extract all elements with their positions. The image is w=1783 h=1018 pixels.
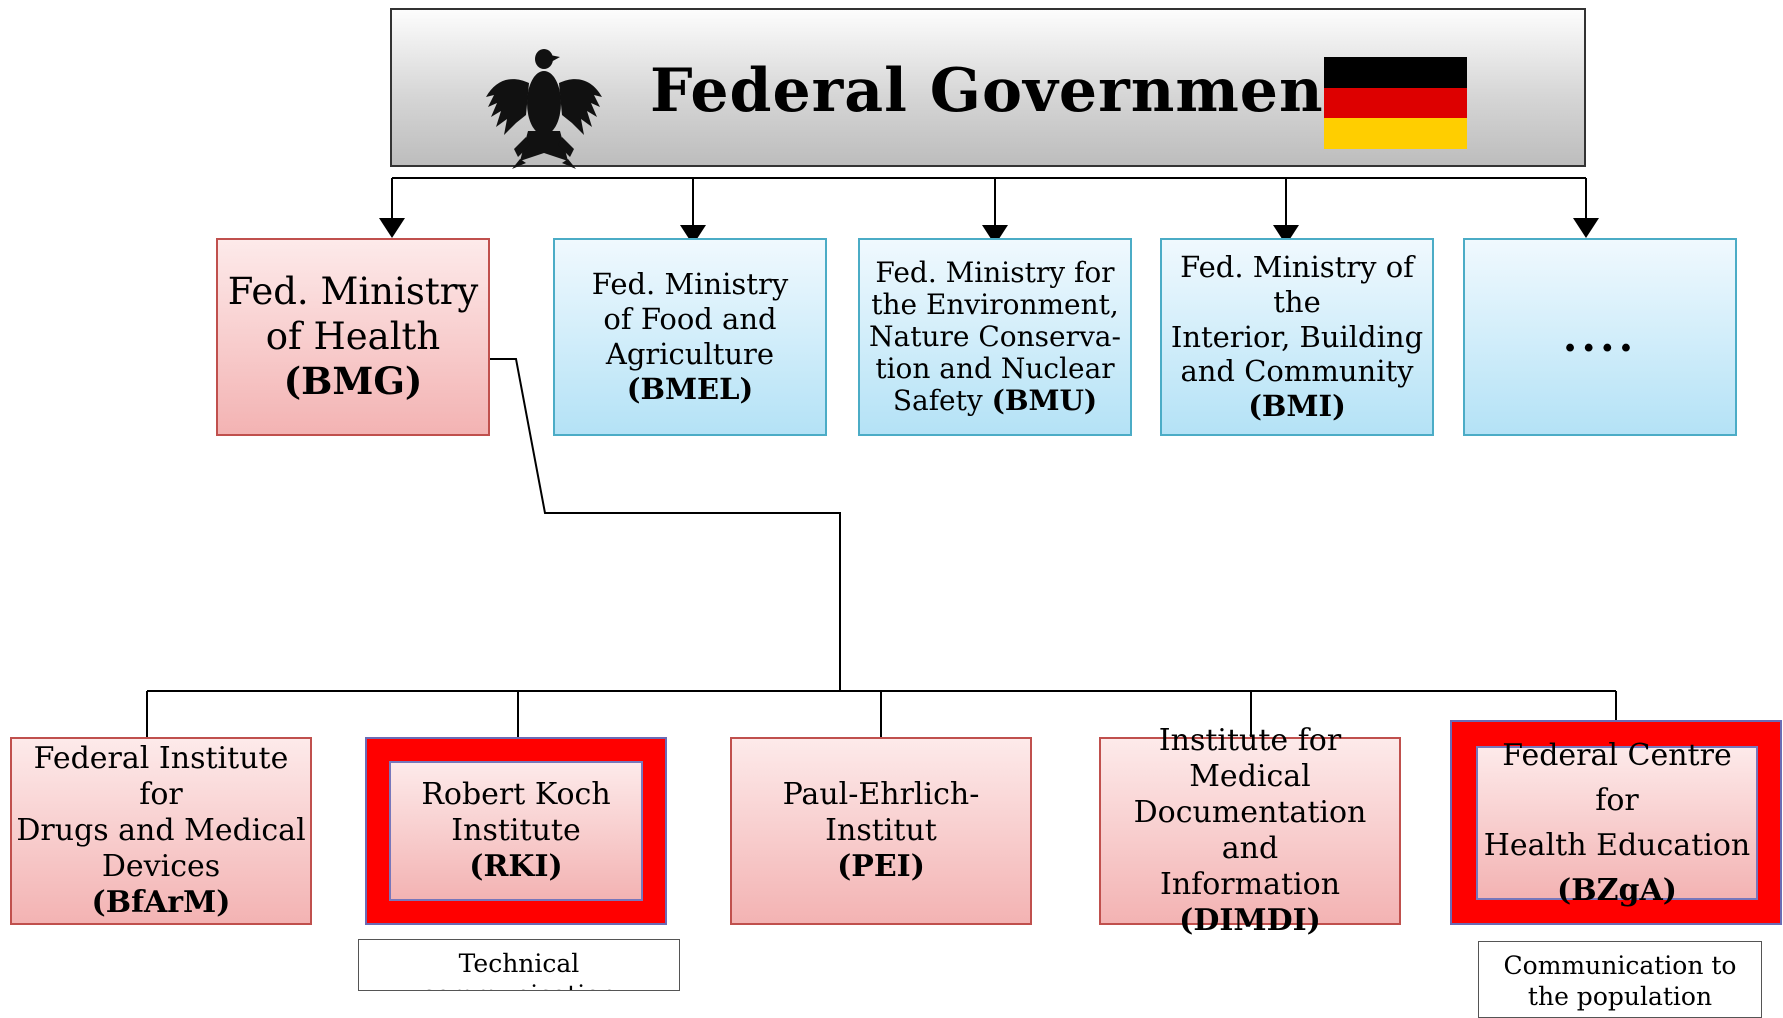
ministry-abbreviation: (BMI) [1248,389,1346,424]
ministry-name-last-line: Safety (BMU) [893,385,1097,417]
ministry-abbreviation: (BMU) [991,384,1098,418]
ministry-name-line: tion and Nuclear [875,352,1115,386]
more-ministries-ellipsis: .... [1562,311,1638,361]
institute-name-line: Institute for Medical [1158,723,1342,794]
note-line: the population [1527,982,1713,1012]
institute-name-line: Paul-Ehrlich-Institut [782,777,980,848]
flag-stripe-red [1324,87,1467,119]
note-communication-to-population: Communication to the population [1478,941,1762,1018]
ministry-box-more: .... [1463,238,1737,436]
institute-abbreviation: (BfArM) [91,885,231,920]
ministry-abbreviation: (BMEL) [626,371,754,406]
ministry-name-line: of Food and [603,302,777,337]
header-title: Federal Government [650,56,1353,126]
german-flag-icon [1324,57,1467,149]
institute-name-line: Drugs and Medical [16,813,306,848]
ministry-name-line: Agriculture [605,337,775,371]
ministry-name-line: Safety [892,384,983,418]
institute-name-line: Federal Centre for [1502,738,1732,818]
institute-box-rki: Robert Koch Institute (RKI) [389,761,643,901]
ministry-name-line: Nature Conserva- [869,319,1121,353]
institute-name-line: Documentation and [1133,795,1367,866]
note-line: Technical [458,949,580,978]
institute-box-bfarm: Federal Institute for Drugs and Medical … [10,737,312,925]
ministry-name-line: and Community [1180,354,1414,389]
institute-box-rki-highlight: Robert Koch Institute (RKI) [365,737,667,925]
ministry-name-line: the Environment, [871,287,1119,321]
note-line: communication [422,979,617,990]
institute-name-line: Institute [451,813,581,848]
federal-government-header: Federal Government [390,8,1586,169]
ministry-box-bmi: Fed. Ministry of the Interior, Building … [1160,238,1434,436]
institute-name-line: Robert Koch [421,777,611,812]
institute-abbreviation: (RKI) [469,849,563,884]
ministry-name-line: Fed. Ministry of the [1180,250,1414,319]
ministry-name-line: Fed. Ministry [591,267,789,302]
institute-name-line: Devices [101,849,221,884]
note-technical-communication: Technical communication [358,939,680,991]
ministry-box-bmg: Fed. Ministry of Health (BMG) [216,238,490,436]
ministry-name-line: Interior, Building [1170,319,1424,354]
institute-box-bzga-highlight: Federal Centre for Health Education (BZg… [1450,720,1782,925]
institute-box-pei: Paul-Ehrlich-Institut (PEI) [730,737,1032,925]
institute-name-line: Federal Institute for [33,741,289,812]
flag-stripe-black [1324,57,1467,88]
note-line: Communication to [1503,951,1737,980]
flag-stripe-gold [1324,118,1467,149]
ministry-name-line: of Health [265,314,441,358]
institute-name-line: Information [1159,867,1341,902]
ministry-name-line: Fed. Ministry [227,270,479,314]
institute-box-bzga: Federal Centre for Health Education (BZg… [1476,738,1758,908]
ministry-box-bmel: Fed. Ministry of Food and Agriculture (B… [553,238,827,436]
ministry-name-line: Fed. Ministry for [875,255,1115,289]
institute-name-line: Health Education [1483,828,1751,863]
institute-abbreviation: (PEI) [837,849,925,884]
ministry-box-bmu: Fed. Ministry for the Environment, Natur… [858,238,1132,436]
institute-abbreviation: (DIMDI) [1179,903,1321,938]
federal-eagle-icon [486,49,602,169]
institute-box-dimdi: Institute for Medical Documentation and … [1099,723,1401,938]
ministry-abbreviation: (BMG) [283,359,423,404]
institute-abbreviation: (BZgA) [1557,873,1677,908]
